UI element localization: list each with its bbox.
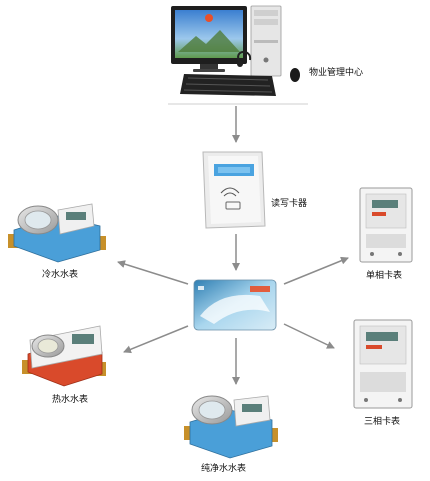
connector-arrows <box>117 106 349 385</box>
purified-water-meter-image <box>184 395 278 459</box>
card-reader-image <box>202 151 266 229</box>
arrow-card-to-single-phase <box>283 256 349 285</box>
single-phase-meter-image <box>359 187 413 263</box>
three-phase-meter-label: 三相卡表 <box>364 417 401 427</box>
smart-card-image <box>193 279 277 331</box>
purified-water-meter-label: 纯净水水表 <box>201 464 247 474</box>
cold-water-meter-image <box>8 203 106 263</box>
arrow-card-to-three-phase <box>283 323 335 349</box>
arrow-card-to-cold-water <box>117 260 189 285</box>
computer-label: 物业管理中心 <box>309 68 364 78</box>
mouse <box>290 68 300 82</box>
cold-water-meter-label: 冷水水表 <box>42 270 79 280</box>
single-phase-meter-label: 单相卡表 <box>366 271 403 281</box>
three-phase-meter-image <box>353 319 413 409</box>
hot-water-meter-image <box>22 325 106 387</box>
hot-water-meter-label: 热水水表 <box>52 395 89 405</box>
card-reader-label: 读写卡器 <box>271 199 308 209</box>
arrow-card-to-hot-water <box>123 325 189 354</box>
computer-image <box>168 5 308 105</box>
